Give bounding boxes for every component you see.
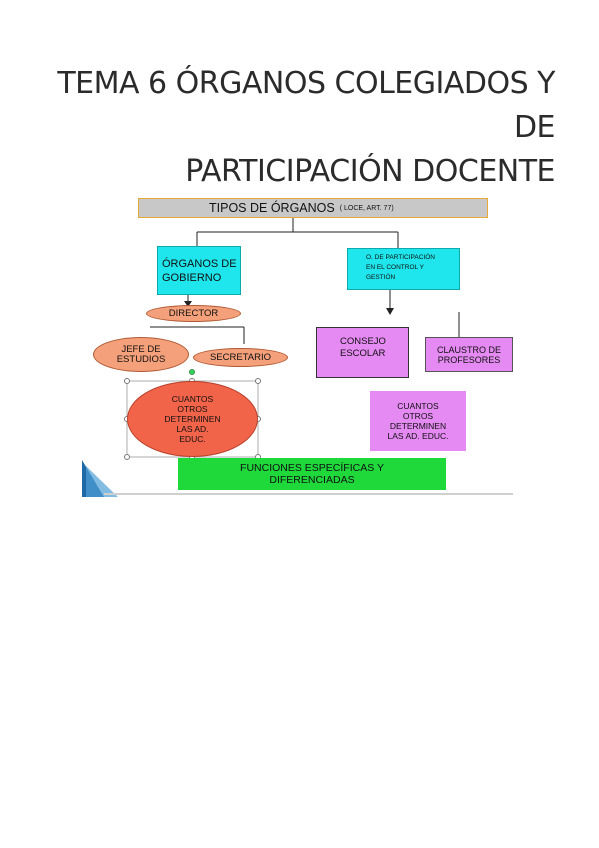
teachers-assembly-box: CLAUSTRO DE PROFESORES <box>425 337 513 372</box>
other-bodies-box-label: CUANTOS OTROS DETERMINEN LAS AD. EDUC. <box>387 401 449 441</box>
specific-functions-box: FUNCIONES ESPECÍFICAS Y DIFERENCIADAS <box>178 458 446 490</box>
participation-bodies-label: O. DE PARTICIPACIÓN EN EL CONTROL Y GEST… <box>366 254 435 281</box>
other-bodies-box: CUANTOS OTROS DETERMINEN LAS AD. EDUC. <box>370 391 466 451</box>
other-bodies-oval-label: CUANTOS OTROS DETERMINEN LAS AD. EDUC. <box>164 394 221 444</box>
teachers-assembly-label: CLAUSTRO DE PROFESORES <box>436 344 501 365</box>
school-council-box: CONSEJO ESCOLAR <box>316 327 409 378</box>
page-title: TEMA 6 ÓRGANOS COLEGIADOS Y DE PARTICIPA… <box>15 62 555 194</box>
head-of-studies-label: JEFE DE ESTUDIOS <box>116 343 166 365</box>
governing-bodies-label: ÓRGANOS DE GOBIERNO <box>162 258 237 284</box>
other-bodies-oval: CUANTOS OTROS DETERMINEN LAS AD. EDUC. <box>127 381 258 457</box>
secretary-oval: SECRETARIO <box>193 348 288 367</box>
head-of-studies-oval: JEFE DE ESTUDIOS <box>93 337 189 372</box>
participation-bodies-box: O. DE PARTICIPACIÓN EN EL CONTROL Y GEST… <box>347 248 460 290</box>
secretary-label: SECRETARIO <box>209 352 272 363</box>
director-oval: DIRECTOR <box>146 305 241 322</box>
organ-types-title: TIPOS DE ÓRGANOS <box>209 201 335 215</box>
organ-types-header: TIPOS DE ÓRGANOS ( LOCE, ART. 77) <box>138 198 488 218</box>
organ-types-reference: ( LOCE, ART. 77) <box>339 204 394 212</box>
school-council-label: CONSEJO ESCOLAR <box>340 336 386 359</box>
director-label: DIRECTOR <box>168 308 219 319</box>
page-title-line-2: PARTICIPACIÓN DOCENTE <box>185 154 555 189</box>
page-title-line-1: TEMA 6 ÓRGANOS COLEGIADOS Y DE <box>57 66 555 145</box>
specific-functions-label: FUNCIONES ESPECÍFICAS Y DIFERENCIADAS <box>240 462 384 486</box>
governing-bodies-box: ÓRGANOS DE GOBIERNO <box>157 246 241 295</box>
